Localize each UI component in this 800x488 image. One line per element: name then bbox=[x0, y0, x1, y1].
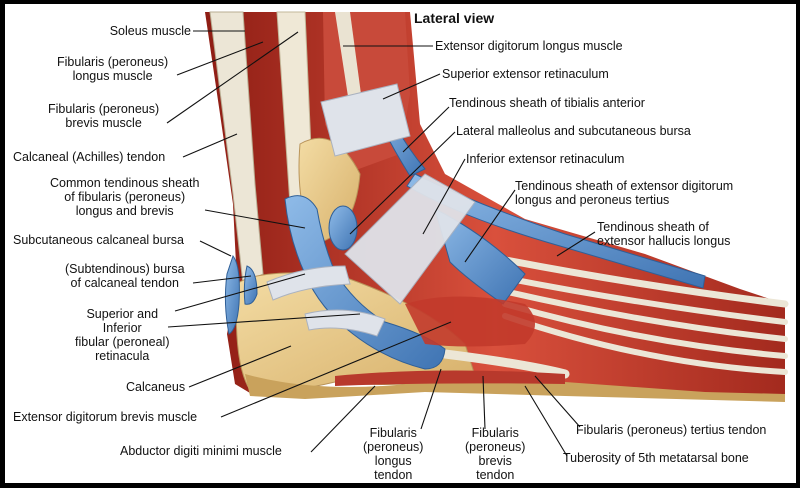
forefoot-tendons bbox=[440, 250, 789, 379]
label-edl-muscle: Extensor digitorum longus muscle bbox=[435, 39, 623, 53]
superior-fibular-retinaculum-band bbox=[266, 265, 351, 301]
label-lateral-malleolus-bursa: Lateral malleolus and subcutaneous bursa bbox=[456, 124, 691, 138]
label-fibularis-longus-muscle: Fibularis (peroneus) longus muscle bbox=[57, 55, 169, 83]
heel-sole bbox=[245, 374, 785, 402]
figure-title: Lateral view bbox=[414, 10, 495, 26]
label-fibularis-brevis-tendon: Fibularis (peroneus) brevis tendon bbox=[465, 426, 526, 482]
label-tibialis-anterior-sheath: Tendinous sheath of tibialis anterior bbox=[449, 96, 645, 110]
achilles-tendon-shape bbox=[209, 11, 264, 285]
ankle-illustration bbox=[166, 11, 789, 457]
label-inferior-extensor-retinaculum: Inferior extensor retinaculum bbox=[466, 152, 625, 166]
edl-sheath-shape bbox=[434, 208, 526, 305]
superior-extensor-retinaculum-band bbox=[320, 83, 411, 157]
label-fibularis-brevis-muscle: Fibularis (peroneus) brevis muscle bbox=[48, 102, 160, 130]
inferior-extensor-retinaculum-band bbox=[344, 173, 476, 305]
label-superior-extensor-retinaculum: Superior extensor retinaculum bbox=[442, 67, 609, 81]
leader-lines bbox=[166, 30, 596, 457]
edb-muscle-shape bbox=[405, 296, 535, 347]
label-5th-metatarsal-tuberosity: Tuberosity of 5th metatarsal bone bbox=[563, 451, 749, 465]
label-fibular-retinacula: Superior and Inferior fibular (peroneal)… bbox=[75, 307, 170, 363]
label-calcaneal-tendon: Calcaneal (Achilles) tendon bbox=[13, 150, 166, 164]
label-fibularis-longus-tendon: Fibularis (peroneus) longus tendon bbox=[363, 426, 424, 482]
label-ehl-sheath: Tendinous sheath of extensor hallucis lo… bbox=[597, 220, 731, 248]
label-edb-muscle: Extensor digitorum brevis muscle bbox=[13, 410, 198, 424]
abductor-muscle-shape bbox=[335, 370, 565, 386]
label-soleus-muscle: Soleus muscle bbox=[109, 24, 191, 38]
subtendinous-bursa-shape bbox=[243, 265, 258, 305]
label-common-tendinous-sheath: Common tendinous sheath of fibularis (pe… bbox=[50, 176, 200, 218]
label-calcaneus: Calcaneus bbox=[126, 380, 186, 394]
label-edl-sheath: Tendinous sheath of extensor digitorum l… bbox=[515, 179, 734, 207]
malleolus-bursa bbox=[328, 205, 358, 251]
figure-plate: Lateral view Soleus muscle Fibularis (pe… bbox=[5, 4, 796, 483]
label-fibularis-tertius-tendon: Fibularis (peroneus) tertius tendon bbox=[576, 423, 767, 437]
label-subtendinous-bursa: (Subtendinous) bursa of calcaneal tendon bbox=[65, 262, 185, 290]
label-abductor-digiti-minimi: Abductor digiti minimi muscle bbox=[120, 444, 282, 458]
label-subcutaneous-calcaneal-bursa: Subcutaneous calcaneal bursa bbox=[13, 233, 184, 247]
